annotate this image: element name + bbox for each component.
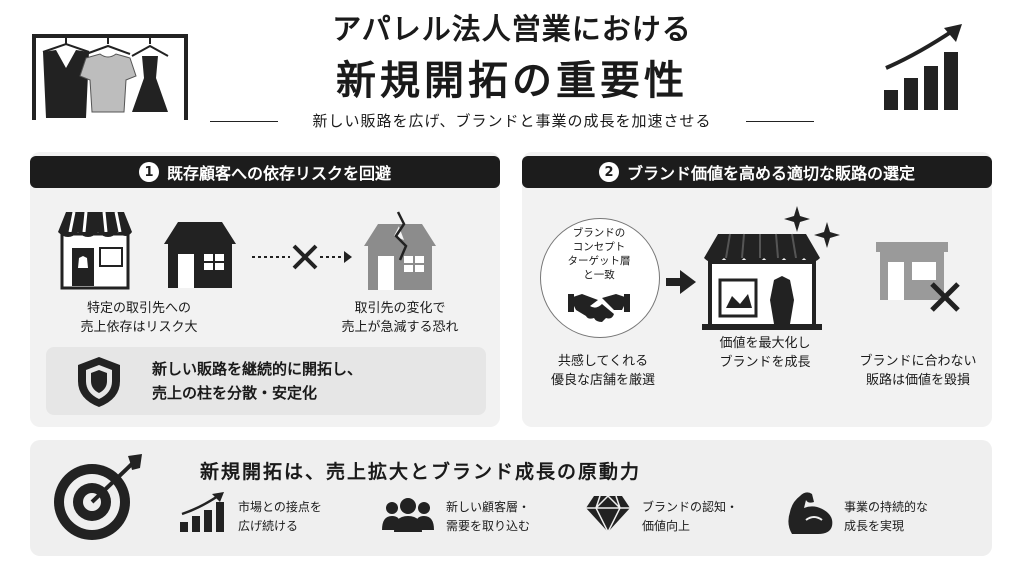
broken-house-icon bbox=[364, 211, 436, 290]
handshake-icon bbox=[568, 294, 630, 322]
step-number-1: 1 bbox=[138, 162, 159, 182]
highlight-text: 新しい販路を継続的に開拓し、 売上の柱を分散・安定化 bbox=[152, 360, 363, 402]
target-icon bbox=[54, 454, 142, 540]
subtitle-rule-left bbox=[210, 121, 278, 122]
subtitle-rule-right bbox=[746, 121, 814, 122]
growth-bars-icon bbox=[884, 24, 962, 110]
caption-value-damage: ブランドに合わない 販路は価値を毀損 bbox=[859, 354, 977, 388]
premium-store-icon bbox=[702, 206, 840, 330]
muscle-icon bbox=[788, 492, 833, 534]
panel-1-header: 1 既存顧客への依存リスクを回避 bbox=[30, 156, 500, 188]
diamond-icon bbox=[586, 495, 630, 534]
summary-item-3: ブランドの認知・ 価値向上 bbox=[642, 500, 739, 533]
summary-panel bbox=[30, 440, 992, 556]
summary-title: 新規開拓は、売上拡大とブランド成長の原動力 bbox=[200, 461, 642, 483]
panel-1-title: 既存顧客への依存リスクを回避 bbox=[166, 164, 391, 183]
caption-select-stores: 共感してくれる 優良な店舗を厳選 bbox=[550, 354, 655, 388]
clothes-rack-icon bbox=[32, 34, 188, 120]
summary-item-2: 新しい顧客層・ 需要を取り込む bbox=[446, 500, 531, 533]
subtitle: 新しい販路を広げ、ブランドと事業の成長を加速させる bbox=[312, 112, 712, 130]
storefront-icon bbox=[58, 211, 132, 290]
title-line-1: アパレル法人営業における bbox=[332, 12, 692, 46]
house-icon bbox=[164, 222, 236, 288]
arrow-right-icon bbox=[666, 270, 696, 294]
caption-sales-dependency: 特定の取引先への 売上依存はリスク大 bbox=[80, 301, 198, 335]
caption-maximize-value: 価値を最大化し ブランドを成長 bbox=[719, 336, 811, 370]
rejected-store-icon bbox=[876, 242, 960, 312]
panel-2-title: ブランド価値を高める適切な販路の選定 bbox=[626, 164, 915, 183]
people-icon bbox=[382, 498, 434, 532]
brand-match-text: ブランドの コンセプト ターゲット層 と一致 bbox=[567, 227, 631, 281]
summary-item-4: 事業の持続的な 成長を実現 bbox=[844, 500, 929, 533]
summary-item-1: 市場との接点を 広げ続ける bbox=[238, 500, 322, 533]
page-title: 新規開拓の重要性 bbox=[336, 58, 688, 104]
shield-icon bbox=[78, 357, 120, 407]
growth-chart-icon bbox=[180, 492, 224, 532]
risk-arrow-cross-icon bbox=[252, 244, 352, 270]
panel-2-header: 2 ブランド価値を高める適切な販路の選定 bbox=[522, 156, 992, 188]
step-number-2: 2 bbox=[598, 162, 619, 182]
caption-sales-drop: 取引先の変化で 売上が急減する恐れ bbox=[341, 301, 459, 335]
